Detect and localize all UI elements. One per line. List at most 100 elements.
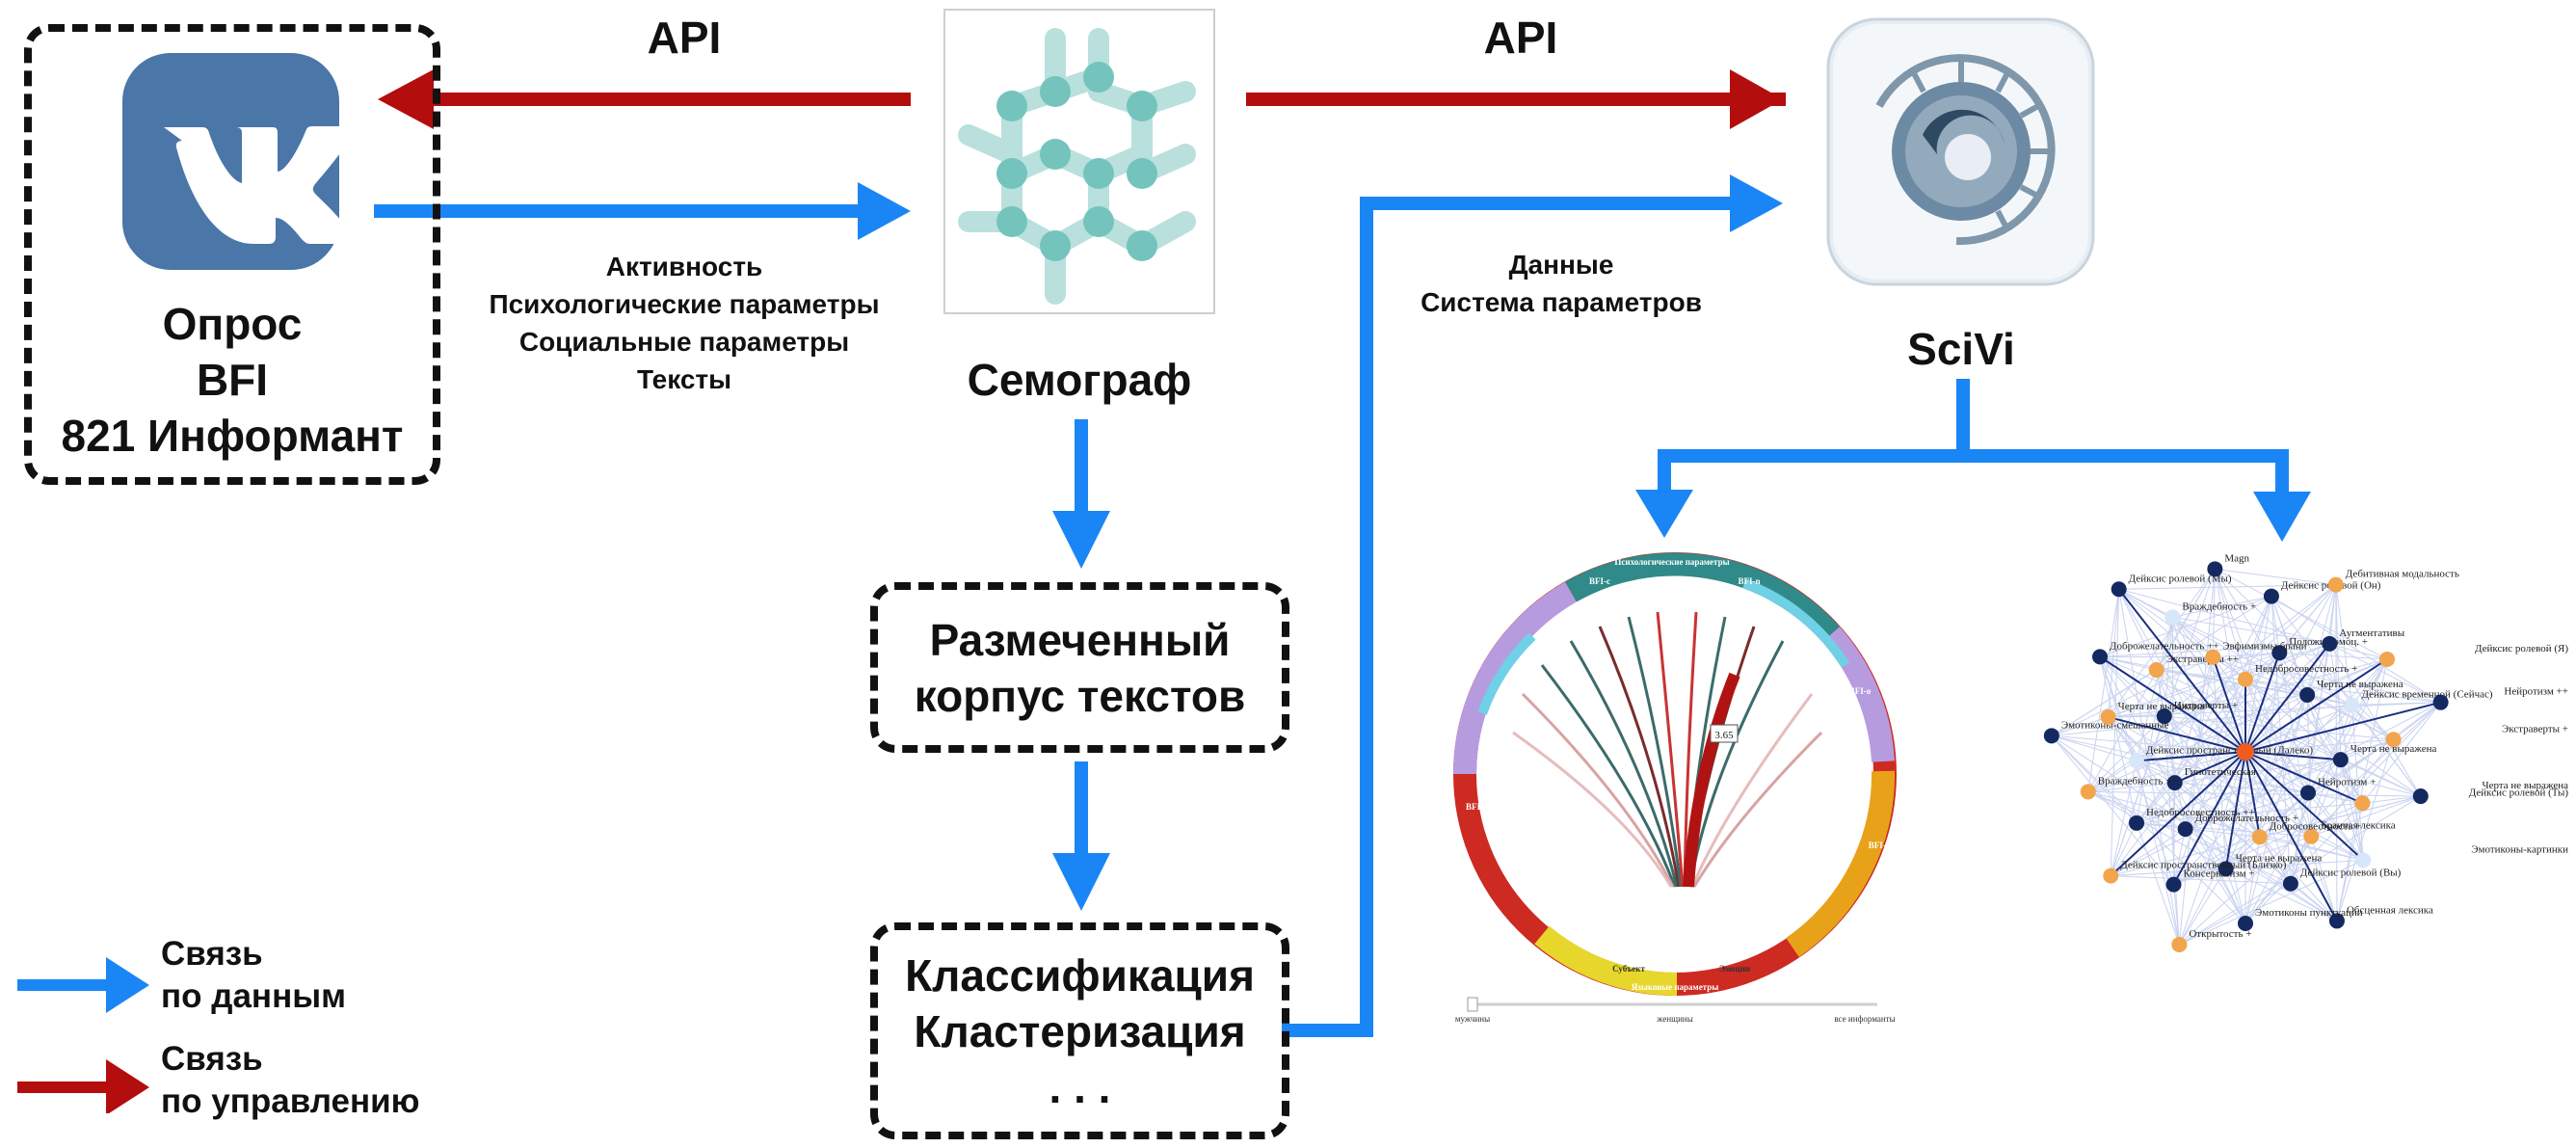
graph-node[interactable] bbox=[2129, 814, 2145, 831]
graph-node[interactable] bbox=[2282, 875, 2298, 892]
scivi-label: SciVi bbox=[1907, 324, 2015, 374]
graph-edge bbox=[2136, 617, 2173, 761]
graph-node-label: Дейксис временной (Сейчас) bbox=[2361, 689, 2492, 701]
graph-edge bbox=[2179, 883, 2292, 946]
corpus-line: корпус текстов bbox=[914, 671, 1246, 721]
edge-semograph-to-scivi bbox=[1246, 69, 1786, 129]
graph-edge bbox=[2172, 616, 2330, 645]
graph-edge bbox=[2244, 751, 2338, 921]
graph-node-label: Нейротизм + bbox=[2318, 776, 2376, 788]
graph-node[interactable] bbox=[2303, 828, 2320, 844]
graph-edge bbox=[2087, 782, 2175, 792]
graph-node-label: Экстраверты + bbox=[2502, 723, 2568, 734]
graph-node[interactable] bbox=[2165, 876, 2182, 893]
graph-edge bbox=[2051, 734, 2138, 761]
graph-edge bbox=[2179, 859, 2364, 946]
graph-edge bbox=[2118, 589, 2261, 838]
graph-edge bbox=[2244, 658, 2388, 753]
graph-node[interactable] bbox=[2355, 852, 2372, 868]
graph-node[interactable] bbox=[2092, 649, 2109, 665]
graph-node[interactable] bbox=[2332, 752, 2349, 768]
graph-node[interactable] bbox=[2164, 609, 2181, 626]
graph-edge bbox=[2156, 669, 2227, 869]
graph-edge bbox=[2118, 588, 2394, 740]
graph-node[interactable] bbox=[2238, 915, 2253, 931]
graph-edge bbox=[2110, 761, 2138, 876]
graph-edge bbox=[2099, 655, 2246, 753]
graph-node[interactable] bbox=[2171, 936, 2188, 952]
edge-corpus-to-classification bbox=[1052, 761, 1110, 911]
vk-data-line: Тексты bbox=[636, 364, 732, 394]
graph-node-label: Черта не выражена bbox=[2118, 701, 2205, 712]
edge-classification-to-scivi bbox=[1282, 174, 1783, 1037]
vk-data-line: Активность bbox=[605, 252, 763, 281]
graph-edge bbox=[2225, 868, 2338, 921]
graph-edge bbox=[2156, 569, 2216, 671]
graph-node[interactable] bbox=[2166, 775, 2183, 791]
graph-edge bbox=[2174, 751, 2246, 785]
graph-node[interactable] bbox=[2263, 588, 2279, 604]
graph-node[interactable] bbox=[2148, 662, 2164, 679]
graph-edge bbox=[2172, 751, 2246, 886]
graph-edge bbox=[2156, 669, 2292, 884]
graph-edge bbox=[2351, 705, 2422, 797]
chord-ring-label: BFI-e bbox=[1466, 802, 1487, 812]
graph-node[interactable] bbox=[2432, 694, 2449, 710]
graph-node[interactable] bbox=[2080, 784, 2096, 800]
graph-edge bbox=[2099, 656, 2175, 885]
graph-edge bbox=[2185, 828, 2338, 921]
graph-edge bbox=[2310, 702, 2441, 838]
graph-node-label: Дебитивная модальность bbox=[2346, 569, 2459, 580]
graph-edge bbox=[2329, 643, 2441, 704]
graph-node[interactable] bbox=[2103, 868, 2119, 884]
graph-hub-node[interactable] bbox=[2237, 743, 2254, 761]
graph-edge bbox=[2136, 751, 2246, 762]
graph-node[interactable] bbox=[2238, 671, 2253, 687]
graph-node[interactable] bbox=[2251, 829, 2268, 845]
graph-node[interactable] bbox=[2385, 732, 2402, 748]
graph-node-label: Добросовестность + bbox=[2270, 820, 2362, 832]
graph-node[interactable] bbox=[2412, 788, 2429, 805]
graph-node-label: Доброжелательность + bbox=[2195, 813, 2298, 824]
graph-node[interactable] bbox=[2207, 561, 2223, 577]
graph-edge bbox=[2351, 658, 2388, 706]
api-label-left: API bbox=[647, 13, 722, 63]
graph-node[interactable] bbox=[2043, 728, 2059, 744]
graph-edge bbox=[2212, 569, 2216, 657]
corpus-box bbox=[870, 582, 1289, 753]
graph-node[interactable] bbox=[2378, 651, 2395, 667]
graph-edge bbox=[2225, 868, 2246, 924]
graph-node[interactable] bbox=[2299, 686, 2316, 703]
graph-node-label: Эвфимизмы брани bbox=[2222, 641, 2306, 653]
legend-line: Связь bbox=[161, 935, 263, 973]
graph-node-label: Дейксис ролевой (Ты) bbox=[2469, 787, 2569, 798]
graph-node[interactable] bbox=[2100, 708, 2116, 725]
graph-edge bbox=[2336, 803, 2363, 921]
graph-node[interactable] bbox=[2111, 581, 2127, 598]
graph-edge bbox=[2185, 656, 2214, 830]
chord-slider-handle[interactable] bbox=[1467, 997, 1478, 1012]
graph-node[interactable] bbox=[2354, 795, 2371, 812]
graph-edge bbox=[2244, 679, 2352, 707]
graph-node[interactable] bbox=[2217, 861, 2234, 877]
graph-edge bbox=[2173, 829, 2187, 885]
graph-node[interactable] bbox=[2128, 753, 2144, 769]
graph-node-label: Недобросовестность + bbox=[2255, 663, 2357, 675]
graph-node-label: Эмотиконы-смешанные bbox=[2061, 719, 2169, 731]
chord-ring-label: BFI-o bbox=[1849, 686, 1872, 696]
graph-node-label: Черта не выражена bbox=[2350, 743, 2437, 755]
graph-node[interactable] bbox=[2299, 785, 2316, 801]
graph-node-label: Magn bbox=[2224, 552, 2249, 564]
graph-node-label: Гипотетическая bbox=[2185, 766, 2256, 778]
graph-node[interactable] bbox=[2322, 635, 2338, 652]
graph-node[interactable] bbox=[2271, 645, 2288, 661]
graph-node[interactable] bbox=[2328, 913, 2345, 929]
graph-node[interactable] bbox=[2327, 576, 2344, 593]
corpus-line: Размеченный bbox=[929, 615, 1231, 665]
graph-node[interactable] bbox=[2205, 649, 2221, 665]
graph-node[interactable] bbox=[2177, 821, 2193, 838]
graph-node[interactable] bbox=[2344, 697, 2360, 713]
graph-node[interactable] bbox=[2156, 708, 2172, 725]
chord-slider-label: мужчины bbox=[1455, 1014, 1490, 1024]
